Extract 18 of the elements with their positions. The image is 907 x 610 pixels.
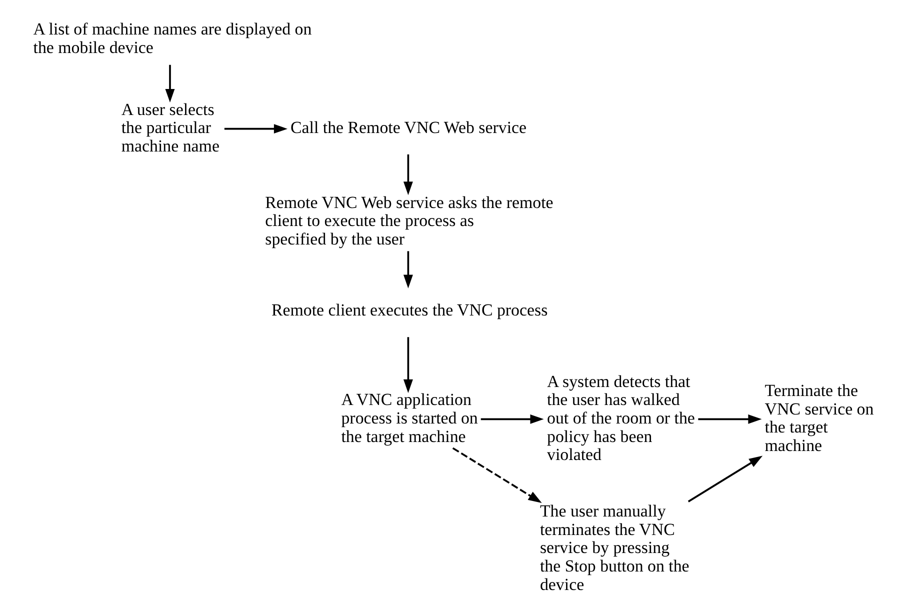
node-text: A list of machine names are displayed on the mobile device xyxy=(32,20,312,57)
arrow xyxy=(698,414,762,424)
arrow xyxy=(402,154,412,196)
arrow xyxy=(687,456,762,502)
arrow xyxy=(164,64,174,102)
node-text: Terminate the VNC service on the target machine xyxy=(764,381,874,456)
arrow xyxy=(224,124,287,134)
node-text: A system detects that the user has walked out of the room or the policy has been violated xyxy=(546,372,694,464)
arrow xyxy=(402,251,412,288)
arrow xyxy=(402,337,412,393)
node-text: The user manually terminates the VNC service by pressing the Stop button on the device xyxy=(539,502,689,594)
node-text: A VNC application process is started on the target machine xyxy=(340,390,478,446)
node-text: Remote client executes the VNC process xyxy=(270,300,548,320)
node-text: Remote VNC Web service asks the remote client to execute the process as specified by the user xyxy=(264,192,553,249)
node-text: A user selects the particular machine name xyxy=(120,100,219,156)
arrow xyxy=(480,414,544,424)
arrow xyxy=(452,447,542,503)
node-text: Call the Remote VNC Web service xyxy=(290,118,526,138)
